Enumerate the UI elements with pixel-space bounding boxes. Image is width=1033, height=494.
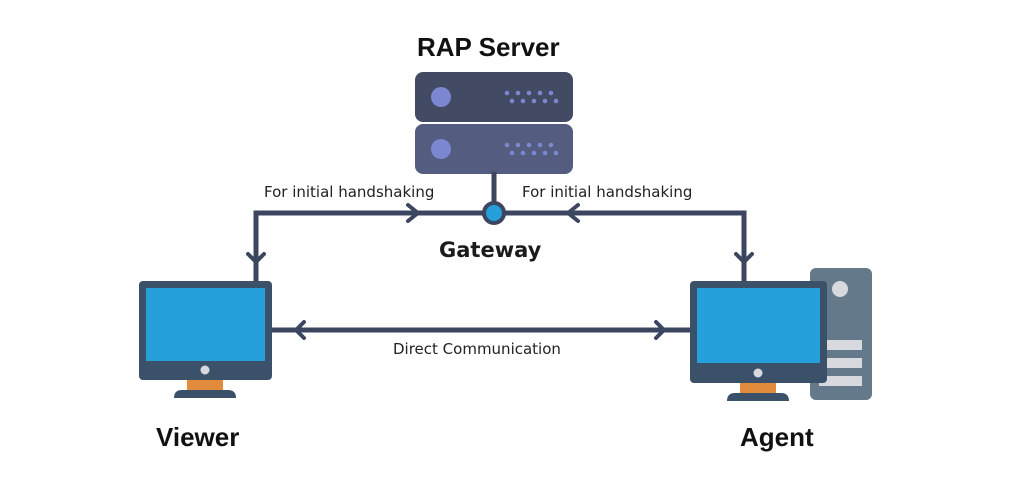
agent-gateway-link: [491, 210, 747, 283]
viewer-gateway-link: [253, 210, 497, 283]
agent-label: Agent: [740, 422, 814, 452]
viewer-monitor-icon: [139, 281, 272, 398]
gateway-label: Gateway: [439, 238, 542, 262]
arrow-down-icon: [734, 252, 754, 264]
rap-server-icon: [415, 72, 573, 174]
agent-handshake-label: For initial handshaking: [522, 183, 693, 201]
arrow-left-icon: [566, 203, 580, 223]
connection-lines: [253, 171, 747, 333]
gateway-node-icon: [482, 201, 506, 225]
viewer-label: Viewer: [156, 422, 240, 452]
arrow-left-icon: [294, 320, 306, 340]
arrow-right-icon: [654, 320, 666, 340]
arrow-right-icon: [406, 203, 420, 223]
direct-communication-label: Direct Communication: [393, 340, 561, 358]
rap-server-label: RAP Server: [417, 32, 560, 62]
arrow-down-icon: [246, 252, 266, 264]
viewer-handshake-label: For initial handshaking: [264, 183, 435, 201]
agent-computer-icon: [690, 268, 872, 401]
